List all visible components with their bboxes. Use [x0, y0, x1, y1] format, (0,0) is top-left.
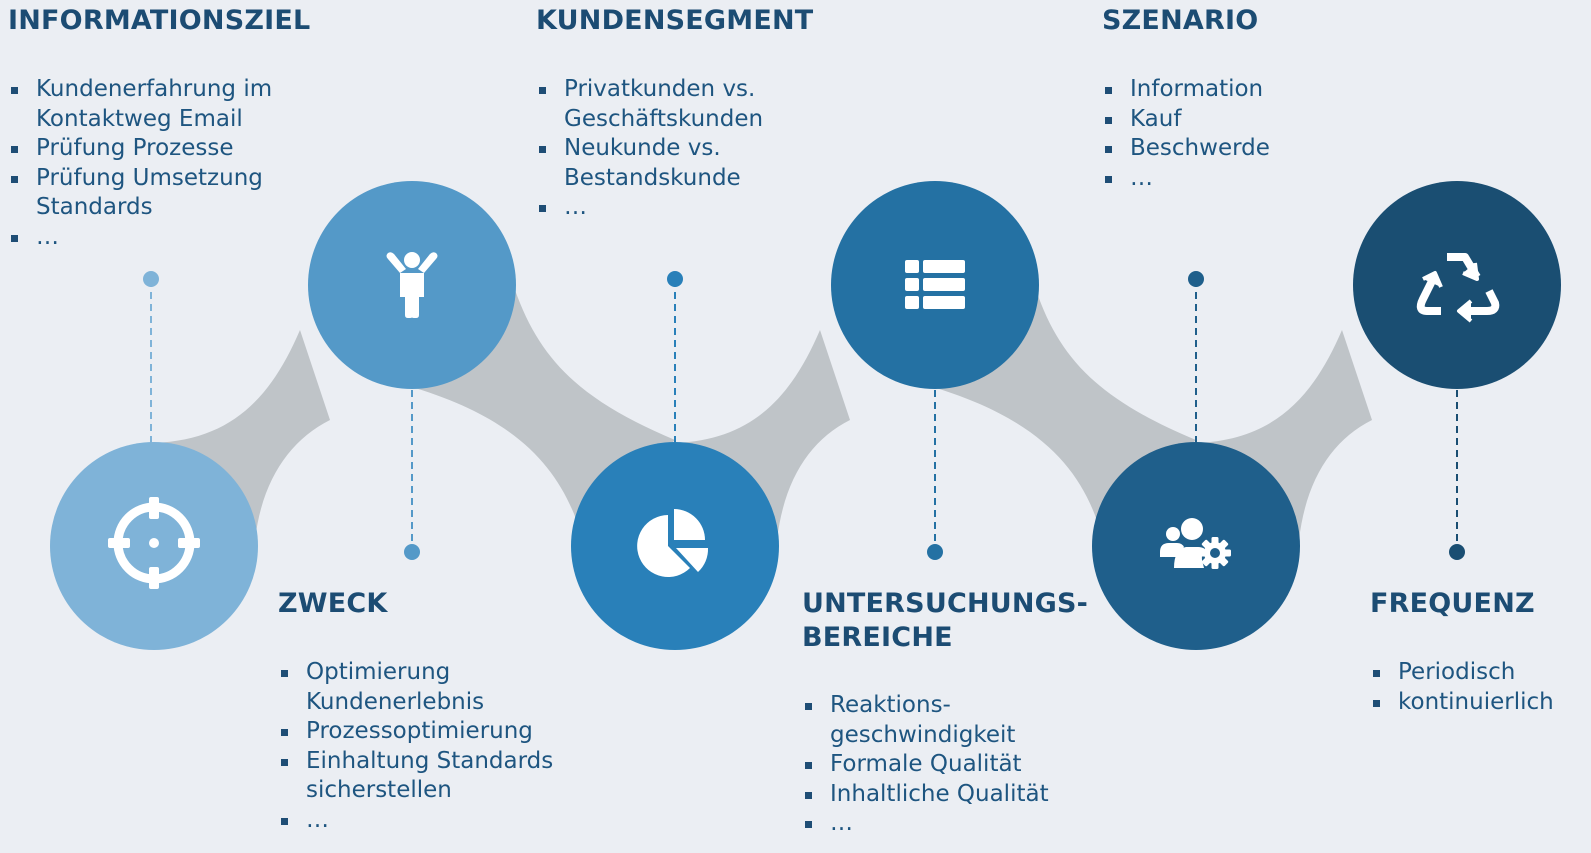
stage-heading: INFORMATIONSZIEL	[8, 5, 311, 36]
stage-list: Periodisch kontinuierlich	[1370, 658, 1580, 717]
list-item: …	[802, 809, 1102, 839]
list-item: Neukunde vs. Bestandskunde	[536, 134, 826, 193]
list-item: Periodisch	[1370, 658, 1580, 688]
list-item: Kundenerfahrung im Kontaktweg Email	[8, 75, 308, 134]
connector-ribbon-1-2	[154, 330, 330, 540]
stage-list: Optimierung Kundenerlebnis Prozessoptimi…	[278, 658, 578, 835]
recycle-icon	[1416, 253, 1500, 323]
stage-block-informationsziel: INFORMATIONSZIEL Kundenerfahrung im Kont…	[8, 4, 311, 252]
stage-block-szenario: SZENARIO Information Kauf Beschwerde …	[1102, 4, 1362, 193]
stage-list: Reaktions-geschwindigkeit Formale Qualit…	[802, 691, 1102, 839]
list-item: Formale Qualität	[802, 750, 1102, 780]
stage-circle-frequenz	[1353, 181, 1561, 389]
stage-heading: ZWECK	[278, 588, 388, 619]
list-item: Beschwerde	[1102, 134, 1362, 164]
crosshair-icon	[108, 497, 200, 589]
list-item: …	[8, 223, 308, 253]
list-item: kontinuierlich	[1370, 688, 1580, 718]
list-item: …	[536, 193, 826, 223]
connector-dot-3	[667, 271, 683, 287]
person-icon	[386, 252, 438, 318]
list-item: Prüfung Prozesse	[8, 134, 308, 164]
list-item: Prozessoptimierung	[278, 717, 578, 747]
dashed-connectors	[150, 280, 1458, 552]
stage-block-frequenz: FREQUENZ Periodisch kontinuierlich	[1370, 587, 1580, 717]
list-item: Prüfung Umsetzung Standards	[8, 164, 308, 223]
list-item: Inhaltliche Qualität	[802, 780, 1102, 810]
stage-block-zweck: ZWECK Optimierung Kundenerlebnis Prozess…	[278, 587, 578, 835]
list-item: …	[1102, 164, 1362, 194]
stage-circle-szenario	[1092, 442, 1300, 650]
stage-heading: SZENARIO	[1102, 5, 1259, 36]
stage-list: Information Kauf Beschwerde …	[1102, 75, 1362, 193]
connector-dot-5	[1188, 271, 1204, 287]
list-item: Kauf	[1102, 105, 1362, 135]
list-item: Reaktions-geschwindigkeit	[802, 691, 1040, 750]
connector-ribbon-3-4	[675, 330, 850, 540]
list-item: Privatkunden vs. Geschäftskunden	[536, 75, 826, 134]
connector-dot-2	[404, 544, 420, 560]
stage-block-kundensegment: KUNDENSEGMENT Privatkunden vs. Geschäfts…	[536, 4, 826, 223]
connector-ribbon-5-6	[1196, 330, 1372, 540]
users-gear-icon	[1160, 518, 1231, 569]
connector-dot-1	[143, 271, 159, 287]
stage-heading: KUNDENSEGMENT	[536, 5, 814, 36]
stage-block-untersuchungsbereiche: UNTERSUCHUNGS-BEREICHE Reaktions-geschwi…	[802, 587, 1102, 839]
list-item: …	[278, 806, 578, 836]
list-item: Optimierung Kundenerlebnis	[278, 658, 578, 717]
pie-chart-icon	[637, 509, 709, 577]
stage-list: Privatkunden vs. Geschäftskunden Neukund…	[536, 75, 826, 223]
connector-dot-6	[1449, 544, 1465, 560]
list-item: Einhaltung Standards sicherstellen	[278, 747, 578, 806]
connector-dots	[143, 271, 1465, 560]
stage-heading: FREQUENZ	[1370, 588, 1535, 619]
stage-list: Kundenerfahrung im Kontaktweg Email Prüf…	[8, 75, 308, 252]
list-icon	[905, 260, 965, 309]
stage-heading: UNTERSUCHUNGS-BEREICHE	[802, 588, 1089, 653]
list-item: Information	[1102, 75, 1362, 105]
stage-circle-kundensegment	[571, 442, 779, 650]
connector-dot-4	[927, 544, 943, 560]
